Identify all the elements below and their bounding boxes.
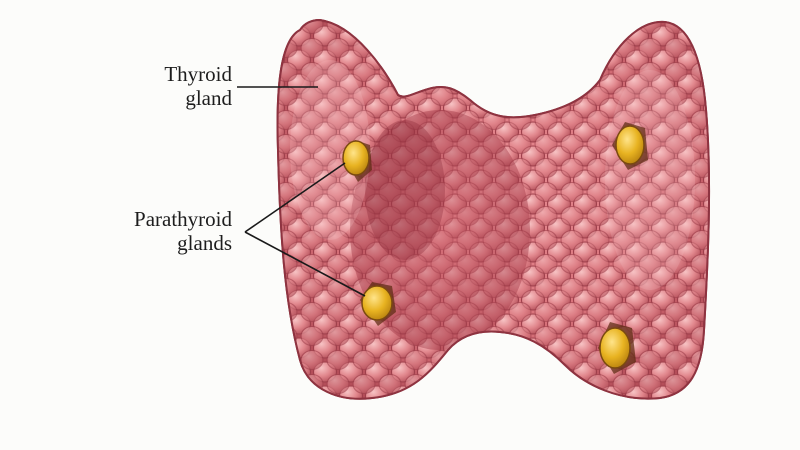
parathyroid-gland-upper-left <box>342 140 372 182</box>
parathyroid-leader-line-upper <box>244 162 346 233</box>
parathyroid-gland-lower-right <box>598 322 636 374</box>
thyroid-gland <box>276 19 711 400</box>
parathyroid-label-line1: Parathyroid <box>134 207 232 231</box>
thyroid-label-line2: gland <box>185 86 232 110</box>
parathyroid-glands-label: Parathyroid glands <box>134 207 232 255</box>
parathyroid-gland-upper-right <box>612 122 648 170</box>
parathyroid-label-line2: glands <box>177 231 232 255</box>
thyroid-label-line1: Thyroid <box>164 62 232 86</box>
parathyroid-leader-line-lower <box>244 231 366 297</box>
thyroid-gland-label: Thyroid gland <box>164 62 232 110</box>
parathyroid-gland-lower-left <box>360 282 396 326</box>
